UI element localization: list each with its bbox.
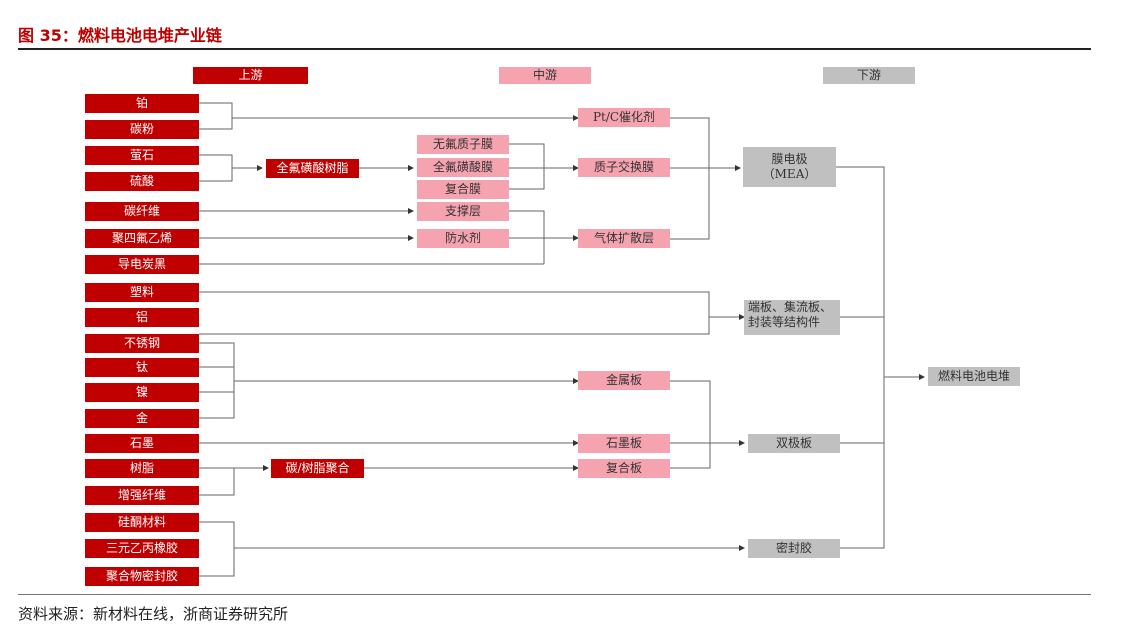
- upstream-carbon-fiber: 碳纤维: [85, 202, 199, 221]
- upstream-nickel: 镍: [85, 383, 199, 402]
- upstream-plastic: 塑料: [85, 283, 199, 302]
- upstream-aluminum: 铝: [85, 308, 199, 327]
- upstream-epdm: 三元乙丙橡胶: [85, 539, 199, 558]
- mid-pfsa-membrane: 全氟磺酸膜: [417, 158, 509, 177]
- upstream-carbon-powder: 碳粉: [85, 120, 199, 139]
- down-bipolar-plate: 双极板: [748, 434, 840, 453]
- upstream-carbon-black: 导电炭黑: [85, 255, 199, 274]
- down-fuel-cell-stack: 燃料电池电堆: [928, 367, 1020, 386]
- mid-metal-plate: 金属板: [578, 371, 670, 390]
- mid-graphite-plate: 石墨板: [578, 434, 670, 453]
- mid-support-layer: 支撑层: [417, 202, 509, 221]
- down-end-plates-line2: 封装等结构件: [748, 315, 821, 329]
- down-mea-line1: 膜电极: [771, 152, 808, 166]
- upstream-silicone: 硅酮材料: [85, 513, 199, 532]
- down-end-plates: 端板、集流板、 封装等结构件: [744, 300, 840, 335]
- header-midstream: 中游: [499, 67, 591, 84]
- mid-proton-exchange-membrane: 质子交换膜: [578, 158, 670, 177]
- down-mea: 膜电极 （MEA）: [743, 147, 836, 187]
- source-note: 资料来源：新材料在线，浙商证券研究所: [18, 605, 289, 623]
- mid-composite-plate: 复合板: [578, 459, 670, 478]
- source-divider: [18, 594, 1091, 595]
- mid-waterproof-agent: 防水剂: [417, 229, 509, 248]
- header-upstream: 上游: [193, 67, 308, 84]
- upstream-carbon-resin-composite: 碳/树脂聚合: [271, 459, 364, 478]
- upstream-gold: 金: [85, 409, 199, 428]
- mid-pt-c-catalyst: Pt/C催化剂: [578, 108, 670, 127]
- down-sealant: 密封胶: [748, 539, 840, 558]
- upstream-fluorite: 萤石: [85, 146, 199, 165]
- upstream-graphite: 石墨: [85, 434, 199, 453]
- upstream-reinforced-fiber: 增强纤维: [85, 486, 199, 505]
- upstream-pfsa-resin: 全氟磺酸树脂: [266, 159, 359, 178]
- title-divider: [18, 48, 1091, 50]
- mid-gas-diffusion-layer: 气体扩散层: [578, 229, 670, 248]
- upstream-stainless-steel: 不锈钢: [85, 334, 199, 353]
- header-downstream: 下游: [823, 67, 915, 84]
- upstream-resin: 树脂: [85, 459, 199, 478]
- upstream-ptfe: 聚四氟乙烯: [85, 229, 199, 248]
- figure-title: 图 35：燃料电池电堆产业链: [18, 26, 222, 45]
- upstream-polymer-sealant: 聚合物密封胶: [85, 567, 199, 586]
- down-mea-line2: （MEA）: [762, 167, 817, 181]
- mid-fluorine-free-membrane: 无氟质子膜: [417, 135, 509, 154]
- mid-composite-membrane: 复合膜: [417, 180, 509, 199]
- upstream-titanium: 钛: [85, 358, 199, 377]
- upstream-platinum: 铂: [85, 94, 199, 113]
- down-end-plates-line1: 端板、集流板、: [748, 300, 833, 314]
- upstream-sulfuric-acid: 硫酸: [85, 172, 199, 191]
